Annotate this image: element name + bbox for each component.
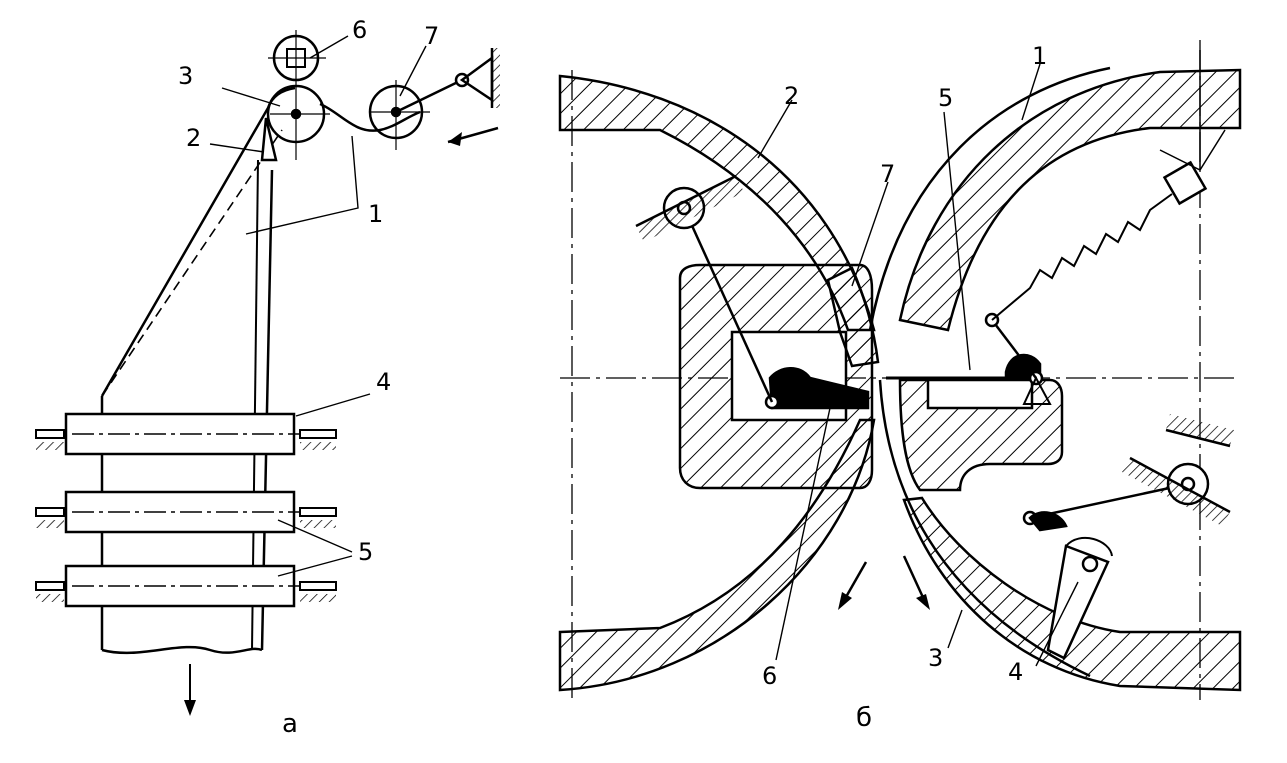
label-b-4: 4: [1008, 658, 1023, 686]
roller-5-upper: [35, 490, 337, 534]
label-b-1: 1: [1032, 42, 1047, 70]
right-wheel-upper-shell: [898, 68, 1242, 332]
label-a-3: 3: [178, 62, 193, 90]
label-a-1: 1: [368, 200, 383, 228]
slider-6: [768, 367, 870, 410]
label-b-2: 2: [784, 82, 799, 110]
lever-7: [395, 78, 463, 114]
label-a-5: 5: [358, 538, 373, 566]
label-a-4: 4: [376, 368, 391, 396]
label-a-7: 7: [424, 22, 439, 50]
guide-2: [260, 117, 278, 162]
right-wheel-lower-shell: [902, 496, 1242, 692]
diagram-a: [35, 30, 500, 716]
plunger-4: [1046, 544, 1110, 660]
tape-3: [878, 379, 1091, 678]
belt-from-right: [319, 102, 421, 132]
label-b-7: 7: [880, 160, 895, 188]
caption-a: а: [282, 709, 298, 739]
roller-5-lower: [35, 564, 337, 608]
roller-4: [35, 412, 337, 456]
belt-dashed: [101, 129, 283, 397]
label-a-2: 2: [186, 124, 201, 152]
caption-b: б: [856, 703, 872, 733]
strand-bottom-break: [101, 645, 263, 655]
label-b-3: 3: [928, 644, 943, 672]
label-b-6: 6: [762, 662, 777, 690]
label-a-6: 6: [352, 16, 367, 44]
diagram-b: [558, 40, 1242, 700]
tape-1: [868, 66, 1111, 331]
lever-7-support: [492, 48, 500, 108]
spring: [991, 193, 1173, 321]
label-b-5: 5: [938, 84, 953, 112]
right-cavity: [926, 378, 1034, 410]
